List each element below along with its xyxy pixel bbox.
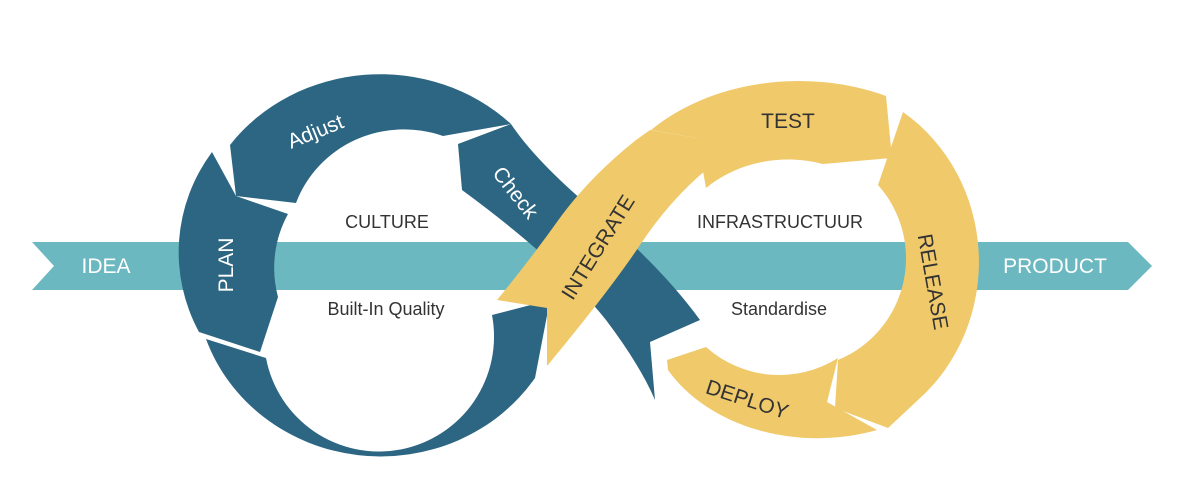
adjust-segment — [230, 74, 511, 203]
idea-label: IDEA — [81, 255, 130, 278]
do-segment — [206, 300, 550, 457]
integrate-segment — [497, 130, 706, 366]
release-segment — [835, 112, 979, 428]
standardise-label: Standardise — [731, 299, 827, 319]
plan-segment — [178, 152, 288, 352]
infrastructuur-label: INFRASTRUCTUUR — [697, 212, 863, 232]
test-segment — [651, 81, 892, 188]
do-label: Do — [360, 401, 387, 424]
product-label: PRODUCT — [1003, 255, 1107, 278]
test-label: TEST — [761, 110, 815, 133]
built-in-quality-label: Built-In Quality — [327, 299, 444, 319]
deploy-segment — [667, 347, 877, 439]
culture-label: CULTURE — [345, 212, 429, 232]
plan-label: PLAN — [215, 238, 238, 293]
